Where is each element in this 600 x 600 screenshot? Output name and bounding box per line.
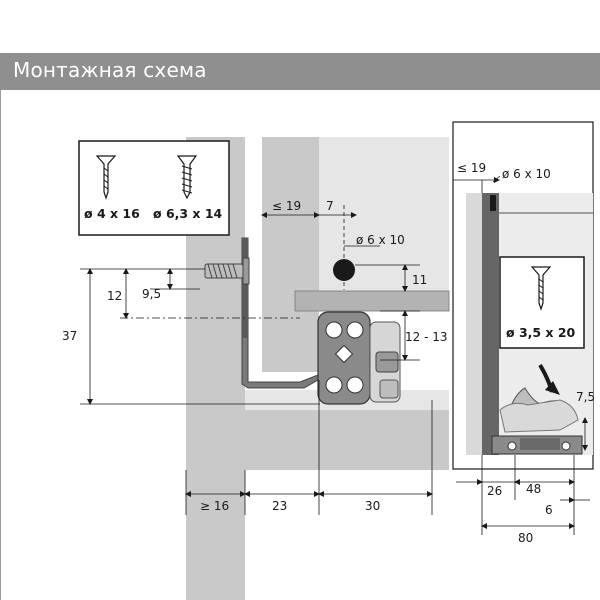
dim-9-5: 9,5 [142, 287, 161, 301]
drawer-front-panel [262, 137, 319, 372]
dim-37: 37 [62, 329, 77, 343]
wood-screw-icon [95, 155, 117, 200]
dim-ge16: ≥ 16 [200, 499, 229, 513]
dimension-lines-left [80, 205, 433, 515]
page-title: Монтажная схема [13, 58, 207, 82]
rear-cabinet-wall [466, 193, 482, 455]
dim-le19-right: ≤ 19 [457, 161, 486, 175]
rear-dowel [490, 195, 496, 211]
small-screw-icon [530, 266, 552, 311]
dim-30: 30 [365, 499, 380, 513]
rear-clip-mechanism [491, 387, 583, 455]
dim-23: 23 [272, 499, 287, 513]
dim-11: 11 [412, 273, 427, 287]
direction-arrowhead [545, 381, 560, 395]
dim-12-13: 12 - 13 [405, 330, 448, 344]
header-bar: Монтажная схема [0, 53, 600, 90]
runner-flange [242, 238, 248, 338]
screw-b-label: ø 6,3 x 14 [153, 206, 223, 221]
screw-c-label: ø 3,5 x 20 [506, 325, 576, 340]
dim-6x10-right: ø 6 x 10 [502, 167, 551, 181]
dim-le19-left: ≤ 19 [272, 199, 301, 213]
runner-mechanism [317, 311, 401, 405]
dim-7: 7 [326, 199, 334, 213]
chipboard-screw-icon [176, 155, 198, 200]
side-screw [204, 257, 250, 285]
dim-6: 6 [545, 503, 553, 517]
screw-a-label: ø 4 x 16 [84, 206, 140, 221]
dim-hole-6x10: ø 6 x 10 [356, 233, 405, 247]
dim-48: 48 [526, 482, 541, 496]
dim-7-5: 7,5 [576, 390, 595, 404]
dimension-lines-right [453, 175, 590, 535]
drawer-bottom [294, 290, 450, 312]
dim-26: 26 [487, 484, 502, 498]
lower-panel [245, 410, 449, 470]
dim-12: 12 [107, 289, 122, 303]
dim-80: 80 [518, 531, 533, 545]
rear-rail [482, 193, 499, 455]
